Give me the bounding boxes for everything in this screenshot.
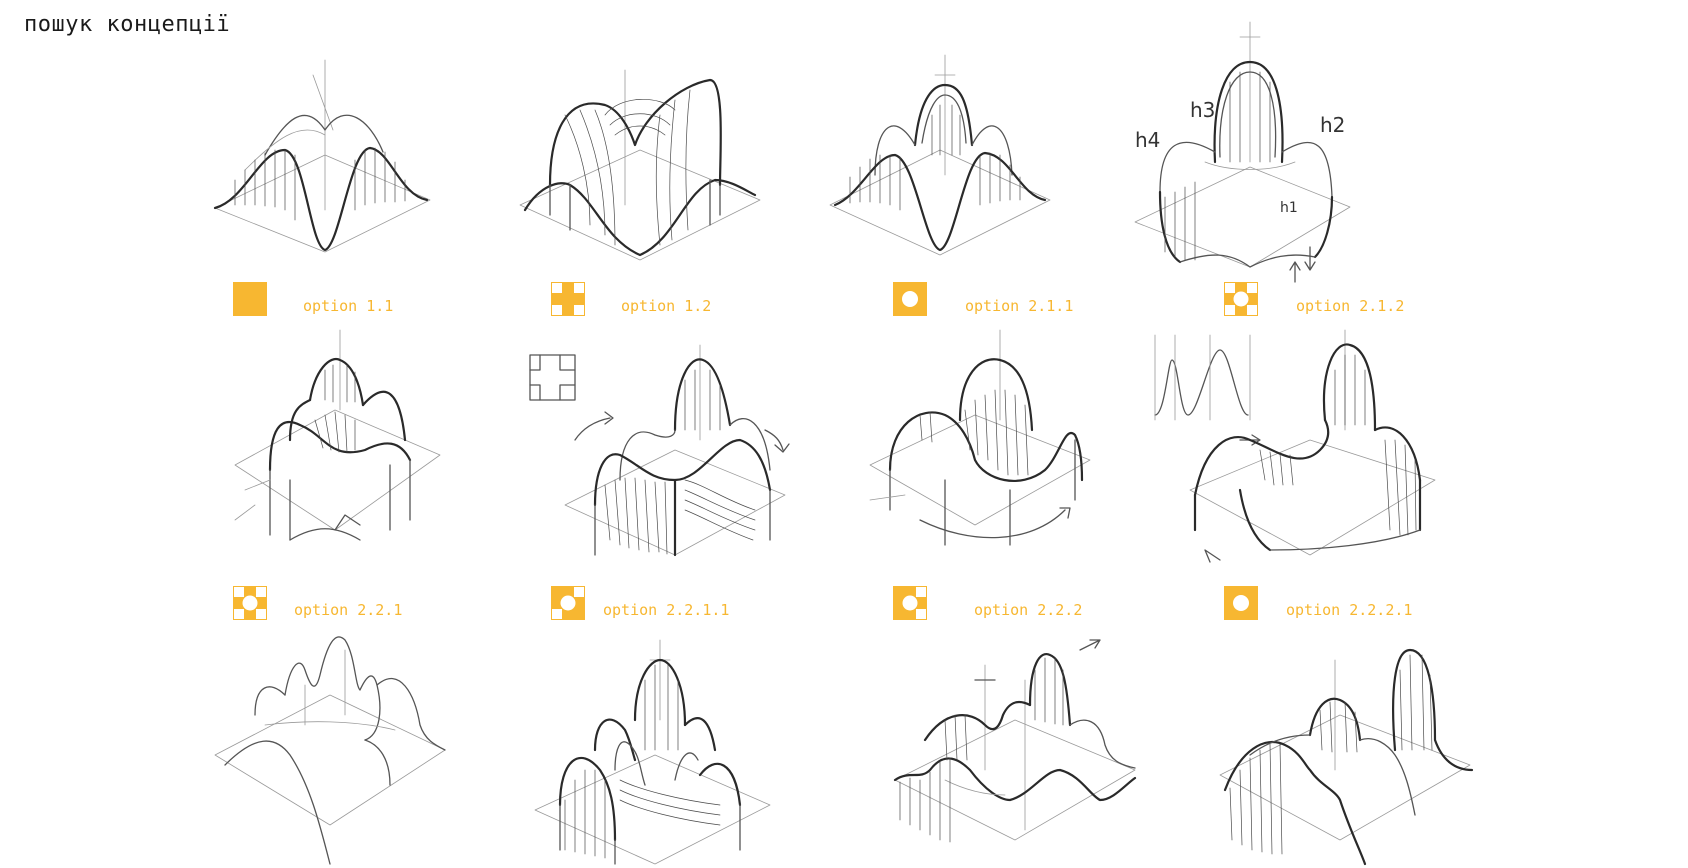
- sketch-option-2-2-2-1: [1150, 329, 1450, 585]
- annotation-h3: h3: [1190, 98, 1215, 122]
- option-label: option 2.1.2: [1296, 297, 1405, 315]
- sketch-option-2-1-2: h3 h4 h2 h1: [1120, 21, 1360, 283]
- sketch-row3-1: [205, 625, 455, 865]
- stepped-circle-icon: [893, 586, 927, 620]
- option-label: option 1.2: [621, 297, 712, 315]
- cross-shape-icon: [551, 282, 585, 316]
- legend-option-2-2-2: [893, 586, 927, 620]
- sketch-option-1-2: [510, 55, 770, 270]
- notched-circle-icon: [551, 586, 585, 620]
- cross-circle-icon: [1224, 282, 1258, 316]
- sketch-option-2-1-1: [820, 54, 1060, 275]
- option-label: option 2.2.2.1: [1286, 601, 1413, 619]
- legend-option-2-2-1-1: [551, 586, 585, 620]
- cross-circle-icon: [233, 586, 267, 620]
- legend-option-1-2: [551, 282, 585, 316]
- annotation-h2: h2: [1320, 113, 1345, 137]
- solid-square-icon: [233, 282, 267, 316]
- sketch-option-1-1: [205, 59, 445, 275]
- option-label: option 2.1.1: [965, 297, 1074, 315]
- page-title: пошук концепції: [24, 12, 231, 37]
- square-circle-icon: [893, 282, 927, 316]
- legend-option-2-2-2-1: [1224, 586, 1258, 620]
- sketch-row3-2: [520, 639, 780, 865]
- legend-option-2-1-1: [893, 282, 927, 316]
- sketch-row3-4: [1210, 640, 1480, 866]
- sketch-option-2-2-1: [225, 329, 450, 575]
- sketch-row3-3: [885, 630, 1145, 864]
- sketch-option-2-2-1-1: [525, 340, 815, 590]
- legend-option-2-1-2: [1224, 282, 1258, 316]
- square-circle-icon: [1224, 586, 1258, 620]
- option-label: option 1.1: [303, 297, 394, 315]
- sketch-option-2-2-2: [860, 329, 1100, 585]
- annotation-h4: h4: [1135, 128, 1160, 152]
- legend-option-1-1: [233, 282, 267, 316]
- option-label: option 2.2.1: [294, 601, 403, 619]
- option-label: option 2.2.1.1: [603, 601, 730, 619]
- annotation-h1: h1: [1280, 200, 1298, 216]
- option-label: option 2.2.2: [974, 601, 1083, 619]
- legend-option-2-2-1: [233, 586, 267, 620]
